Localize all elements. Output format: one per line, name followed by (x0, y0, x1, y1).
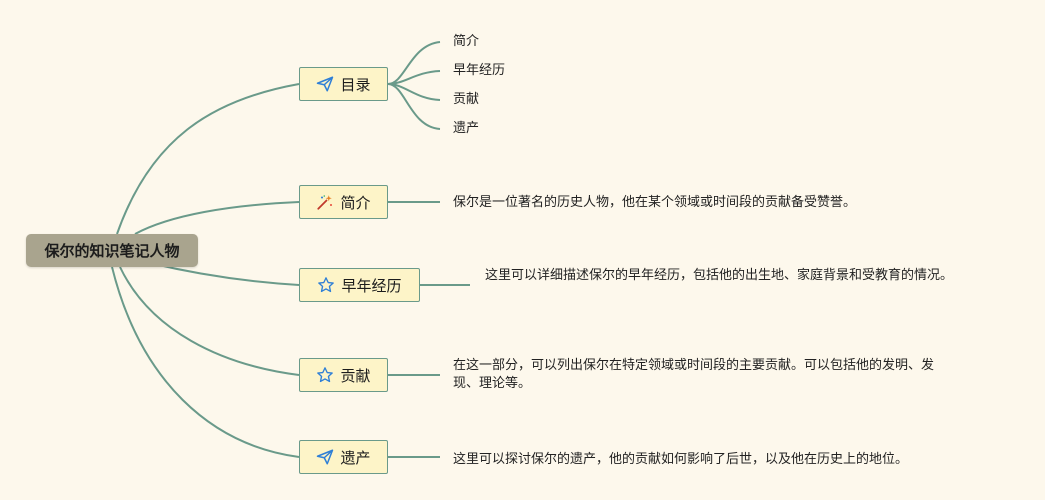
branch-legacy-label: 遗产 (340, 448, 371, 467)
branch-toc[interactable]: 目录 (299, 67, 388, 101)
toc-item-legacy[interactable]: 遗产 (453, 121, 480, 136)
toc-item-contrib[interactable]: 贡献 (453, 92, 480, 107)
edge-toc-item-2 (387, 70, 441, 85)
edge-toc-item-4 (387, 83, 441, 130)
edge-root-contrib (119, 266, 300, 376)
star-icon (316, 366, 334, 384)
star-icon (317, 276, 335, 294)
edge-root-legacy (111, 266, 300, 458)
toc-item-intro[interactable]: 简介 (453, 34, 480, 49)
edge-root-intro (134, 201, 300, 235)
root-node[interactable]: 保尔的知识笔记人物 (26, 234, 198, 267)
branch-contrib-label: 贡献 (340, 366, 371, 385)
branch-toc-label: 目录 (340, 75, 371, 94)
desc-intro[interactable]: 保尔是一位著名的历史人物，他在某个领域或时间段的贡献备受赞誉。 (453, 195, 857, 210)
magic-wand-icon (316, 193, 334, 211)
branch-early-label: 早年经历 (341, 276, 402, 295)
branch-intro-label: 简介 (340, 193, 371, 212)
paper-plane-icon (316, 448, 334, 466)
branch-legacy[interactable]: 遗产 (299, 440, 388, 474)
root-label: 保尔的知识笔记人物 (44, 242, 180, 260)
desc-legacy[interactable]: 这里可以探讨保尔的遗产，他的贡献如何影响了后世，以及他在历史上的地位。 (453, 452, 909, 467)
toc-item-early[interactable]: 早年经历 (453, 63, 506, 78)
edge-root-toc (116, 83, 300, 235)
branch-early[interactable]: 早年经历 (299, 268, 420, 302)
branch-contrib[interactable]: 贡献 (299, 358, 388, 392)
paper-plane-icon (316, 75, 334, 93)
desc-contrib[interactable]: 在这一部分，可以列出保尔在特定领域或时间段的主要贡献。可以包括他的发明、发现、理… (453, 358, 935, 391)
desc-early[interactable]: 这里可以详细描述保尔的早年经历，包括他的出生地、家庭背景和受教育的情况。 (485, 268, 954, 283)
branch-intro[interactable]: 简介 (299, 185, 388, 219)
